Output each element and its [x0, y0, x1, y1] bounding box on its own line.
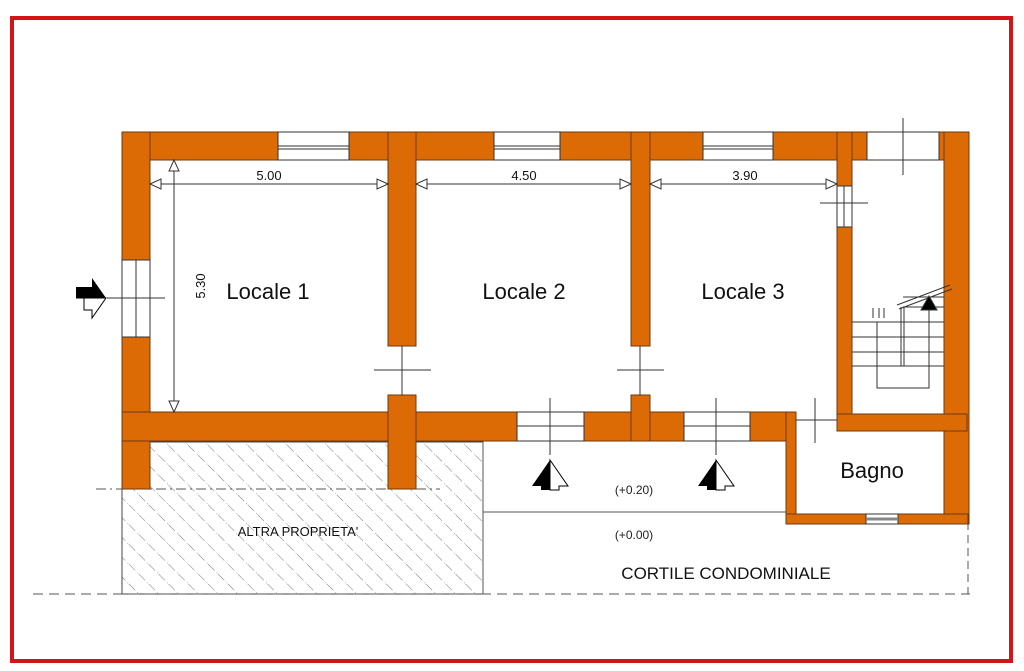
windows [277, 131, 899, 525]
property-lines [33, 442, 970, 595]
level-raised: (+0.20) [615, 483, 653, 497]
stair-up-arrow-icon [920, 294, 938, 311]
room-label-locale-2: Locale 2 [482, 279, 565, 304]
walls [121, 131, 970, 525]
staircase [852, 284, 953, 389]
door-locale-1-2 [374, 346, 431, 395]
room-label-locale-3: Locale 3 [701, 279, 784, 304]
dim-locale-1-depth: 5.30 [193, 273, 208, 298]
area-label-other-property: ALTRA PROPRIETA' [238, 524, 358, 539]
entrance-locale-2-arrow-icon [532, 458, 569, 491]
room-label-bagno: Bagno [840, 458, 904, 483]
dim-locale-2-width: 4.50 [511, 168, 536, 183]
room-label-locale-1: Locale 1 [226, 279, 309, 304]
window-locale-2 [493, 131, 561, 161]
dim-locale-3-width: 3.90 [732, 168, 757, 183]
window-bagno [865, 513, 899, 525]
dimension-lines [148, 158, 839, 414]
doors [107, 118, 940, 455]
level-ground: (+0.00) [615, 528, 653, 542]
area-label-courtyard: CORTILE CONDOMINIALE [621, 564, 830, 583]
other-property-area [121, 441, 484, 595]
entrance-locale-3-arrow-icon [698, 458, 735, 491]
dim-locale-1-width: 5.00 [256, 168, 281, 183]
door-stair-top [866, 118, 940, 175]
door-bagno [796, 398, 837, 443]
door-left-entrance [107, 259, 165, 338]
door-locale-2-front [516, 398, 585, 455]
entrance-left-arrow-icon [76, 278, 107, 320]
window-locale-3 [702, 131, 774, 161]
door-locale-3-stair [820, 185, 868, 228]
window-locale-1 [277, 131, 350, 161]
door-locale-2-3 [617, 346, 664, 395]
door-locale-3-front [683, 398, 751, 455]
drawing-frame [10, 16, 1013, 663]
